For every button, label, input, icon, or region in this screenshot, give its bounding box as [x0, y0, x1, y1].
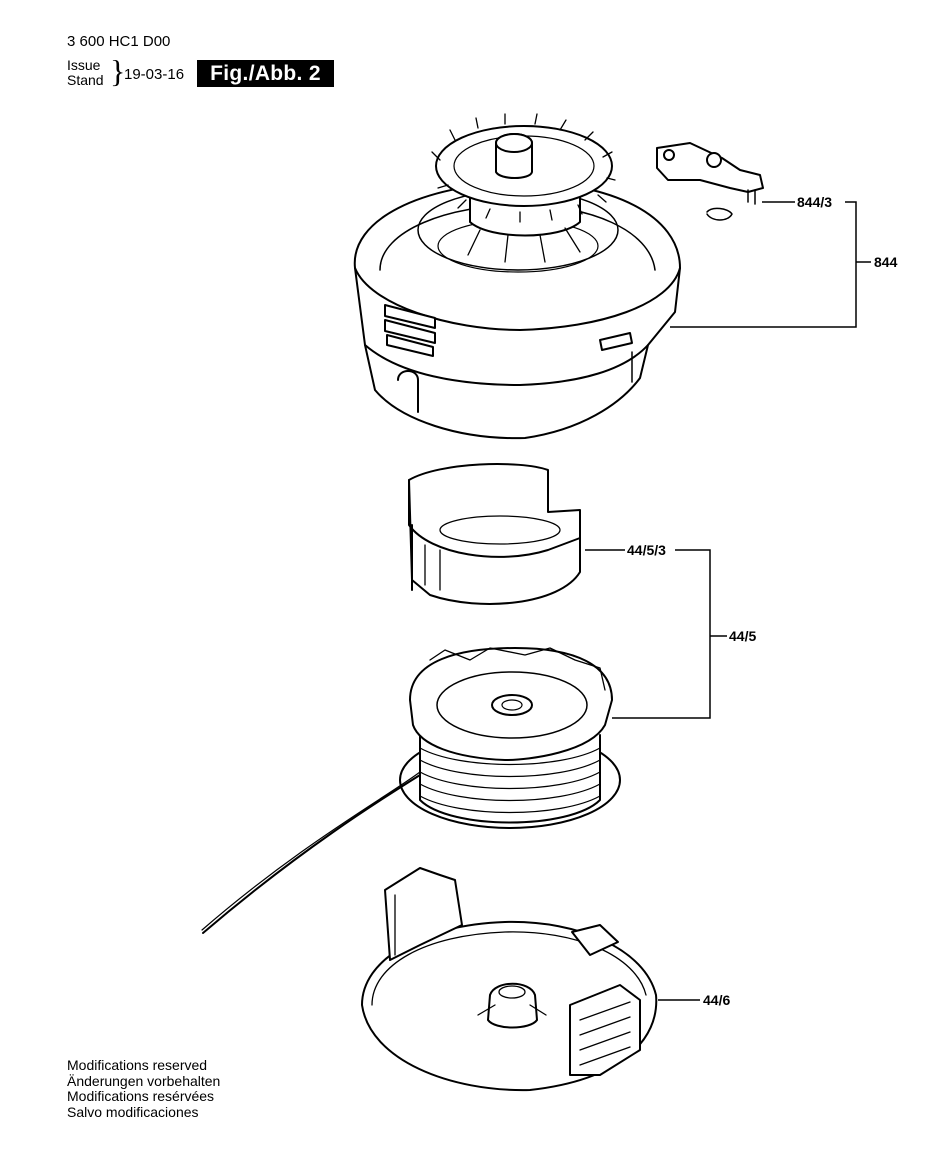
document-code: 3 600 HC1 D00 [67, 33, 171, 50]
notice-de: Änderungen vorbehalten [67, 1072, 221, 1089]
label-844: 844 [874, 254, 898, 270]
figure-badge: Fig./Abb. 2 [197, 60, 334, 87]
spool-cover-part [361, 867, 658, 1092]
lever-part [656, 142, 764, 221]
label-844-3: 844/3 [797, 194, 832, 210]
issue-label: Issue [67, 57, 101, 73]
notice-en: Modifications reserved [67, 1057, 208, 1073]
spool-ring-part [408, 463, 581, 605]
notice-fr: Modifications resérvées [67, 1088, 215, 1104]
label-44-5: 44/5 [729, 628, 756, 644]
issue-date: 19-03-16 [124, 66, 185, 83]
stand-label: Stand [67, 72, 104, 88]
label-44-6: 44/6 [703, 992, 730, 1008]
modifications-notice: Modifications reserved Änderungen vorbeh… [67, 1057, 221, 1120]
issue-stand-labels: Issue Stand [67, 58, 104, 88]
label-44-5-3: 44/5/3 [627, 542, 666, 558]
spool-part [201, 647, 621, 934]
spool-housing-part [353, 113, 681, 440]
brace-symbol: } [110, 53, 126, 89]
notice-es: Salvo modificaciones [67, 1103, 199, 1120]
